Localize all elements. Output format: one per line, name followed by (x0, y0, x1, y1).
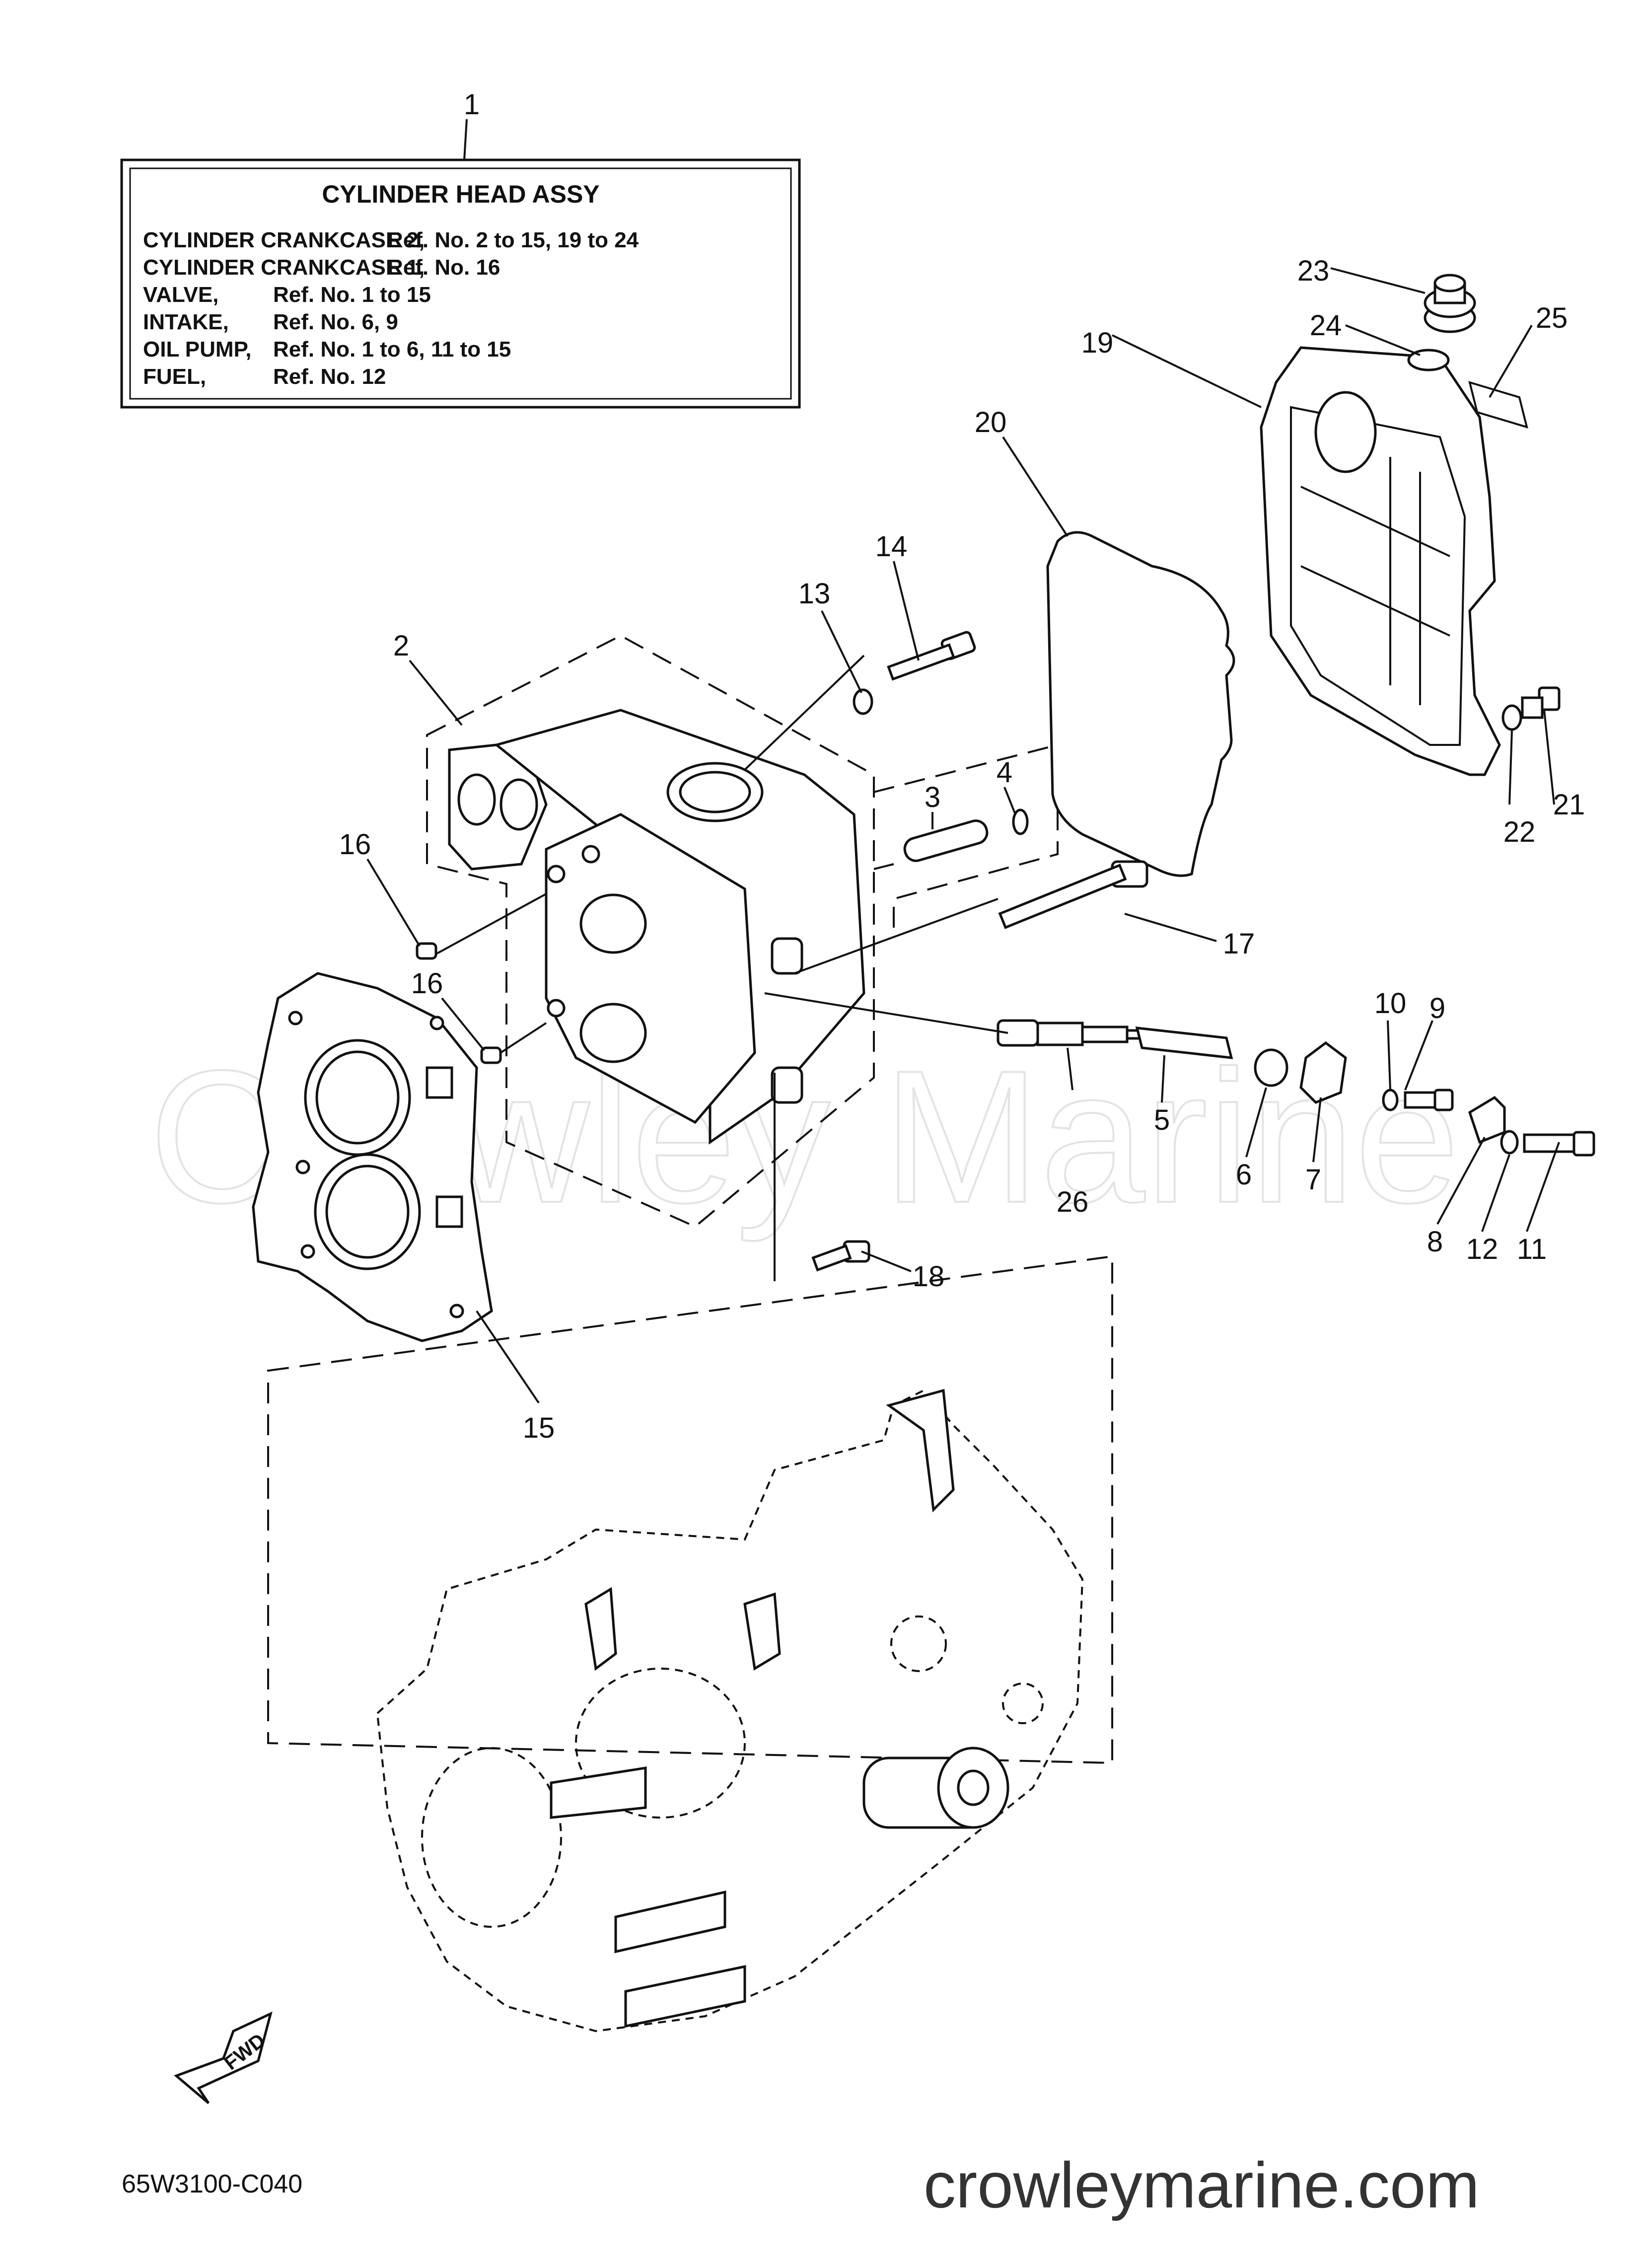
bolt (811, 1240, 870, 1272)
callout-16: 16 (411, 967, 443, 1000)
crankcase (267, 1255, 1113, 2033)
callout-7: 7 (1305, 1164, 1321, 1196)
info-row-group: FUEL, (143, 365, 206, 389)
oil-plug (1424, 274, 1476, 333)
cylinder-head (426, 634, 875, 1228)
callout-25: 25 (1536, 302, 1568, 334)
info-row-refs: Ref. No. 1 to 6, 11 to 15 (273, 337, 511, 362)
callout-5: 5 (1154, 1104, 1170, 1136)
callout-6: 6 (1236, 1159, 1252, 1191)
bolt (1404, 1089, 1454, 1111)
head-cover (1260, 346, 1501, 776)
valve-shaft (1135, 1026, 1233, 1059)
clip (1468, 1096, 1506, 1144)
callout-8: 8 (1427, 1226, 1443, 1258)
dowel-pin (480, 1046, 502, 1064)
callout-3: 3 (925, 781, 940, 813)
info-row-refs: Ref. No. 12 (273, 365, 386, 389)
info-row-refs: Ref. No. 6, 9 (273, 310, 398, 334)
bolt (1521, 686, 1561, 719)
callout-12: 12 (1466, 1233, 1499, 1265)
valve-lever (1299, 1041, 1347, 1104)
callout-26: 26 (1057, 1186, 1089, 1218)
callout-22: 22 (1503, 816, 1536, 848)
callout-19: 19 (1081, 327, 1114, 359)
long-bolt (998, 860, 1148, 929)
callout-9: 9 (1429, 992, 1445, 1024)
cover-gasket (1046, 531, 1235, 877)
callout-21: 21 (1553, 789, 1585, 821)
info-row-group: CYLINDER CRANKCASE 1, (143, 255, 425, 280)
callout-16: 16 (339, 828, 371, 861)
spark-plug (997, 1019, 1146, 1047)
callout-24: 24 (1310, 309, 1342, 342)
callout-13: 13 (798, 578, 831, 610)
label-tag (1468, 381, 1528, 429)
valve-pin (903, 819, 989, 862)
washer (853, 688, 873, 715)
callout-10: 10 (1374, 987, 1407, 1020)
callouts: 1 2 3 4 5 6 7 8 9 10 11 12 13 14 15 16 1… (339, 88, 1585, 1444)
callout-20: 20 (975, 406, 1007, 439)
callout-23: 23 (1297, 255, 1330, 287)
info-box: CYLINDER HEAD ASSY CYLINDER CRANKCASE 2,… (120, 158, 801, 409)
info-box-rows: CYLINDER CRANKCASE 2, Ref. No. 2 to 15, … (143, 228, 639, 389)
dowel-pin (416, 942, 437, 960)
info-row-group: INTAKE, (143, 310, 229, 334)
callout-2: 2 (393, 630, 409, 662)
washer (1500, 1130, 1519, 1155)
collar (1254, 1048, 1288, 1087)
info-row-refs: Ref. No. 1 to 15 (273, 283, 431, 307)
fwd-arrow-icon: FWD (174, 2011, 273, 2104)
callout-15: 15 (523, 1412, 555, 1444)
bolt (887, 631, 976, 681)
callout-1: 1 (464, 88, 480, 121)
washer (1501, 704, 1522, 731)
info-row-refs: Ref. No. 16 (387, 255, 500, 280)
leader-lines (366, 119, 1560, 1404)
washer (1382, 1089, 1399, 1111)
info-row-refs: Ref. No. 2 to 15, 19 to 24 (387, 228, 639, 252)
callout-17: 17 (1223, 928, 1255, 960)
info-box-title: CYLINDER HEAD ASSY (322, 180, 599, 208)
callout-14: 14 (875, 530, 908, 563)
info-row-group: VALVE, (143, 283, 218, 307)
callout-18: 18 (913, 1260, 945, 1293)
info-row-group: OIL PUMP, (143, 337, 251, 362)
callout-4: 4 (997, 756, 1012, 789)
info-row-group: CYLINDER CRANKCASE 2, (143, 228, 425, 252)
head-gasket (252, 972, 493, 1342)
bolt (1523, 1131, 1595, 1157)
website: crowleymarine.com (924, 2149, 1480, 2221)
clip (1012, 808, 1029, 835)
part-code: 65W3100-C040 (122, 2170, 302, 2198)
callout-11: 11 (1517, 1233, 1547, 1265)
